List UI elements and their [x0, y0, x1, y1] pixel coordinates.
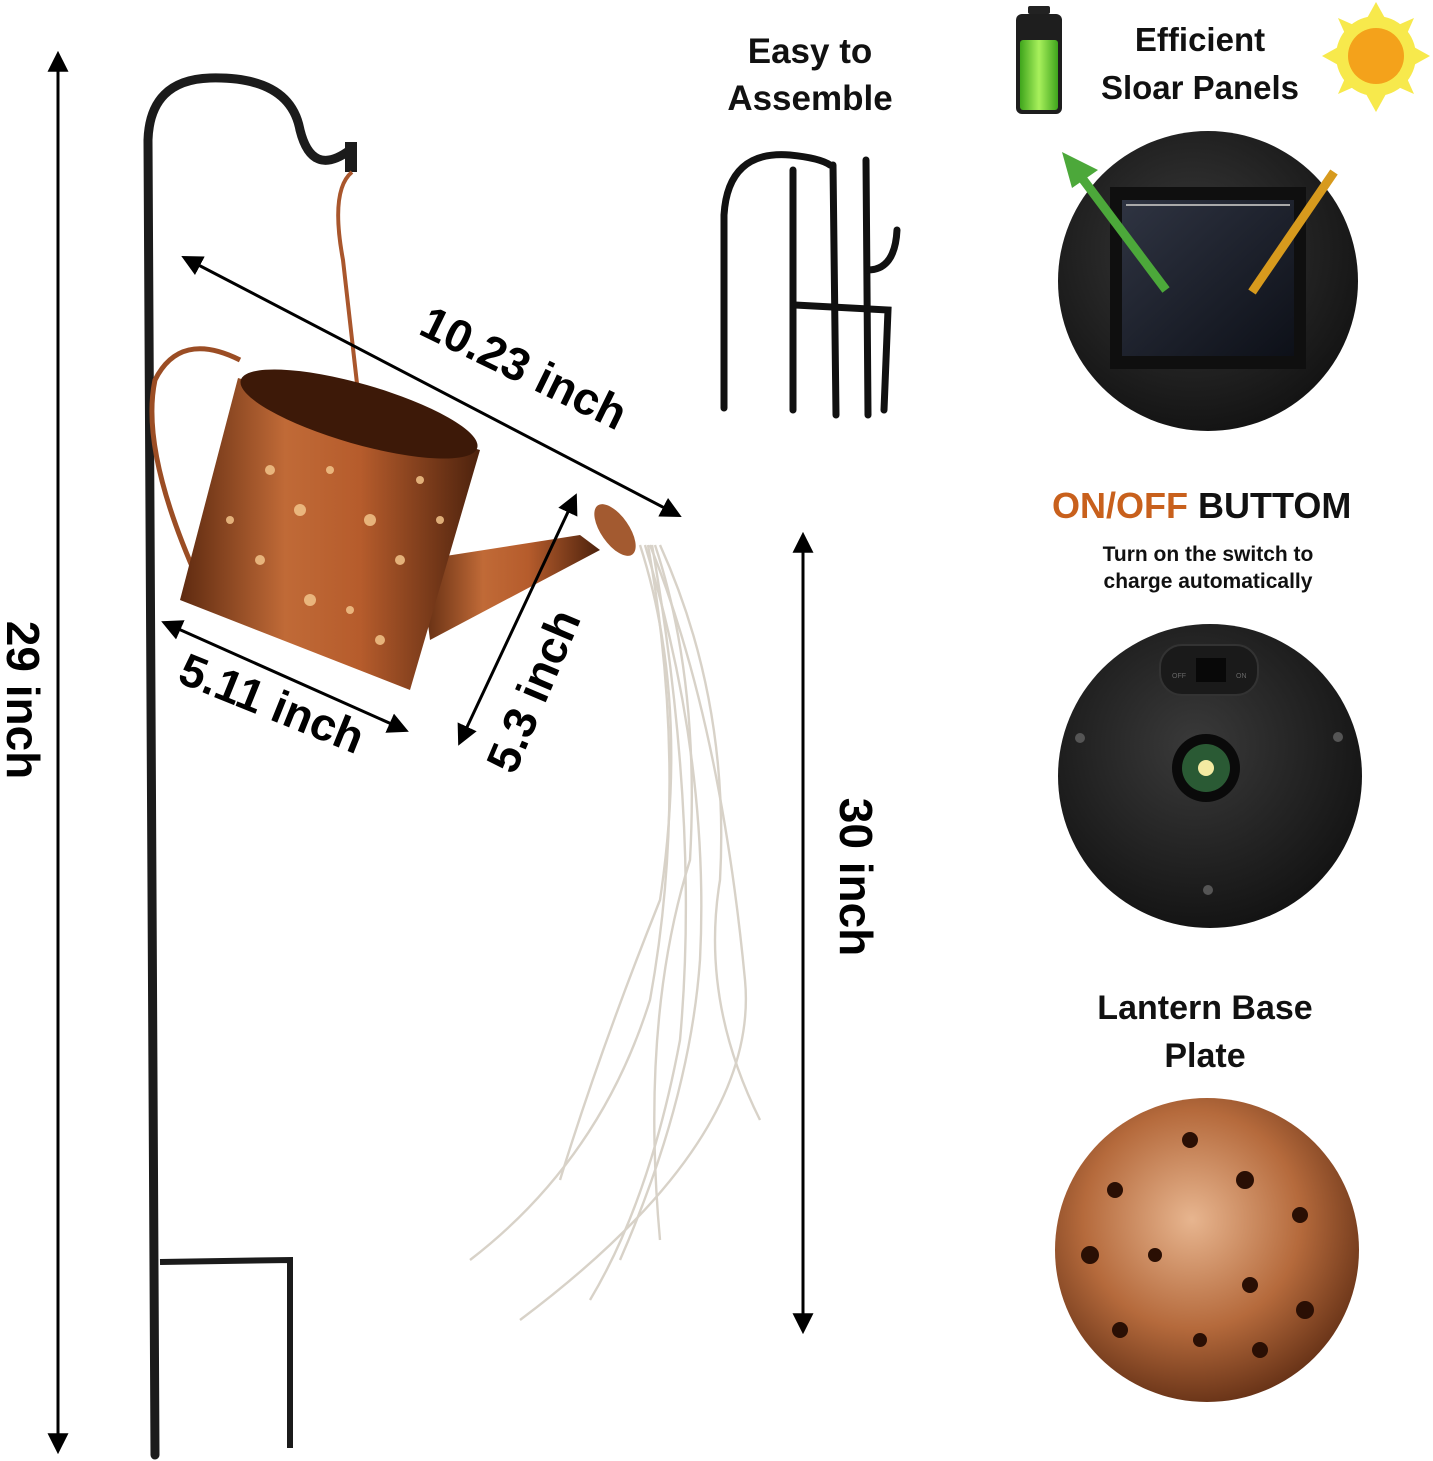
efficient-solar-title: Efficient Sloar Panels: [1080, 16, 1320, 112]
fairy-light-strands: [469, 544, 762, 1321]
shepherd-hook-pole: [143, 73, 357, 1460]
sun-icon: [1322, 2, 1430, 112]
onoff-highlight: ON/OFF: [1052, 485, 1188, 526]
switch-base-icon: [1058, 624, 1362, 928]
onoff-description: Turn on the switch to charge automatical…: [1068, 541, 1348, 595]
assembly-parts-icon: [720, 151, 901, 419]
dim-height-pole: 29 inch: [0, 621, 49, 780]
onoff-desc-line1: Turn on the switch to: [1102, 543, 1314, 566]
easy-assemble-title: Easy to Assemble: [700, 28, 920, 122]
base-plate-title: Lantern Base Plate: [1060, 984, 1350, 1080]
dimension-arrows: [47, 50, 814, 1455]
can-hanger-wire: [336, 170, 362, 411]
switch-off-label: OFF: [1172, 673, 1186, 680]
battery-icon: [1016, 6, 1062, 114]
dim-height-can: 5.3 inch: [476, 602, 591, 780]
onoff-title: ON/OFF BUTTOM: [1052, 485, 1351, 527]
easy-assemble-line2: Assemble: [727, 79, 893, 118]
switch-on-label: ON: [1236, 673, 1247, 680]
easy-assemble-line1: Easy to: [747, 32, 873, 71]
base-line1: Lantern Base: [1097, 989, 1313, 1027]
efficient-line1: Efficient: [1134, 21, 1266, 58]
onoff-desc-line2: charge automatically: [1103, 570, 1313, 593]
bulb-icon: [1172, 734, 1240, 802]
solar-panel-icon: [1058, 131, 1358, 431]
onoff-rest: BUTTOM: [1187, 485, 1352, 526]
base-line2: Plate: [1164, 1037, 1246, 1075]
efficient-line2: Sloar Panels: [1100, 69, 1300, 106]
dim-light-length: 30 inch: [830, 798, 882, 957]
lantern-base-plate-icon: [1055, 1098, 1359, 1402]
